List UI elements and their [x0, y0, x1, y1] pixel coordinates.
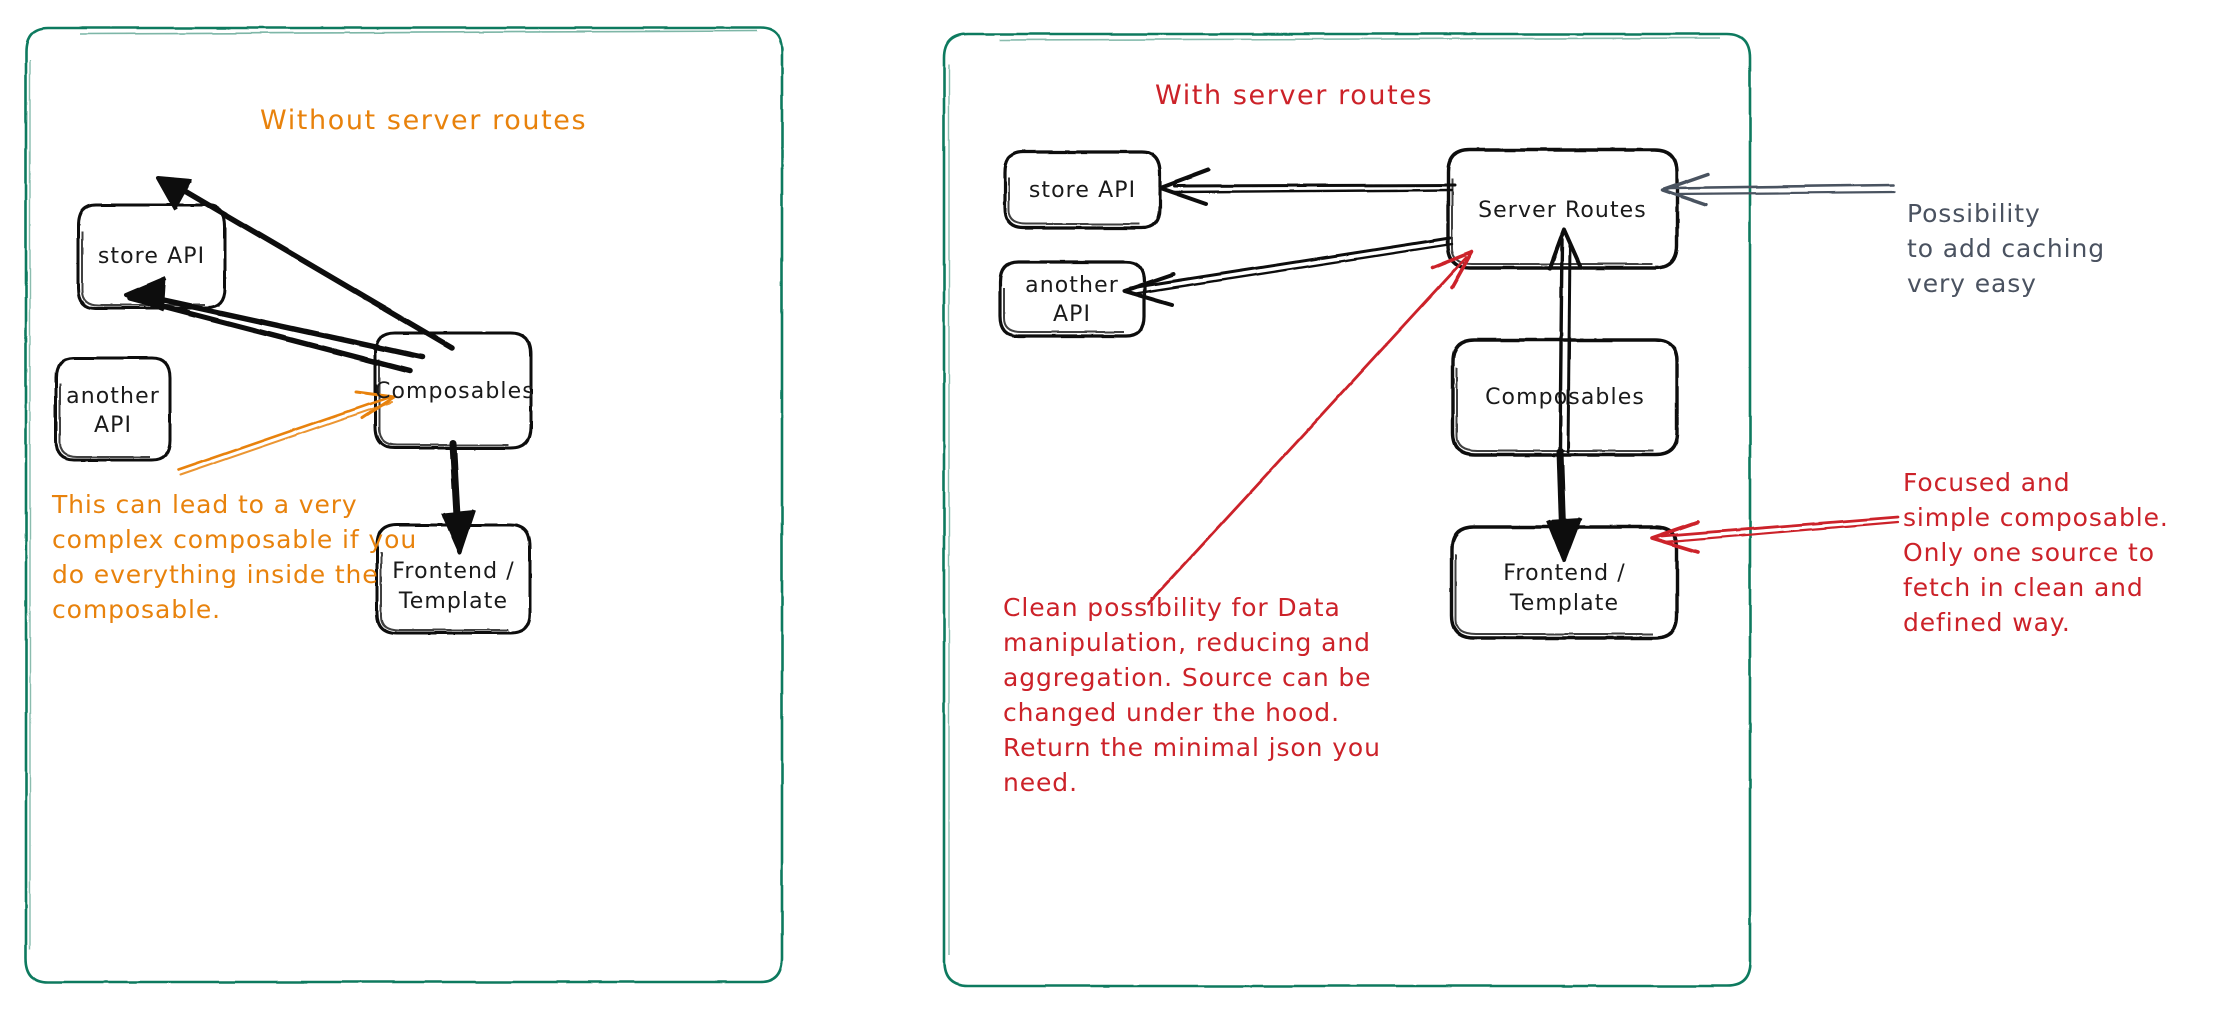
node-label-frontend-template-right: Frontend / Template — [1503, 561, 1626, 616]
arrow-composables-to-frontend — [441, 440, 476, 554]
arrow-server-routes-to-store-api — [1158, 168, 1457, 206]
node-label-store-api-left: store API — [97, 244, 206, 269]
node-label-another-api-right: another API — [1025, 273, 1119, 327]
node-frontend-template-left[interactable] — [375, 523, 532, 635]
arrow-focused-note-to-composables — [1650, 515, 1900, 554]
node-server-routes[interactable] — [1446, 148, 1679, 270]
panel-title-without-server-routes: Without server routes — [260, 105, 588, 136]
node-label-composables-left: Composables — [375, 379, 535, 404]
annotation-caching-note: Possibility to add caching very easy — [1907, 199, 2105, 298]
arrow-caching-note-to-server-routes — [1660, 172, 1896, 207]
arrow-composables-to-store-api — [156, 176, 455, 351]
node-composables-right[interactable] — [1451, 338, 1679, 457]
node-frontend-template-right[interactable] — [1450, 525, 1679, 640]
panel-frame-with-server-routes — [942, 32, 1752, 988]
panel-frame-without-server-routes — [24, 26, 784, 984]
arrow-composables-to-frontend-right — [1546, 448, 1582, 562]
annotation-focused-composable-note: Focused and simple composable. Only one … — [1903, 468, 2169, 637]
arrow-composables-to-another-api — [124, 276, 425, 374]
arrow-composables-to-server-routes — [1548, 228, 1582, 454]
annotation-complex-composable-note: This can lead to a very complex composab… — [52, 490, 418, 624]
node-another-api-right[interactable] — [998, 260, 1146, 338]
arrow-server-routes-to-another-api — [1122, 236, 1454, 307]
node-label-composables-right: Composables — [1485, 385, 1645, 410]
node-another-api-left[interactable] — [54, 356, 172, 462]
node-label-server-routes: Server Routes — [1478, 198, 1647, 223]
node-label-another-api-left: another API — [66, 384, 160, 438]
node-label-frontend-template-left: Frontend / Template — [392, 559, 515, 614]
arrow-data-note-to-server-routes — [1146, 250, 1474, 606]
node-label-store-api-right: store API — [1028, 178, 1137, 203]
annotation-data-manipulation-note: Clean possibility for Data manipulation,… — [1003, 593, 1381, 797]
panel-title-with-server-routes: With server routes — [1155, 80, 1434, 111]
arrow-note-to-composables-left — [176, 390, 396, 476]
node-store-api-right[interactable] — [1003, 150, 1162, 230]
